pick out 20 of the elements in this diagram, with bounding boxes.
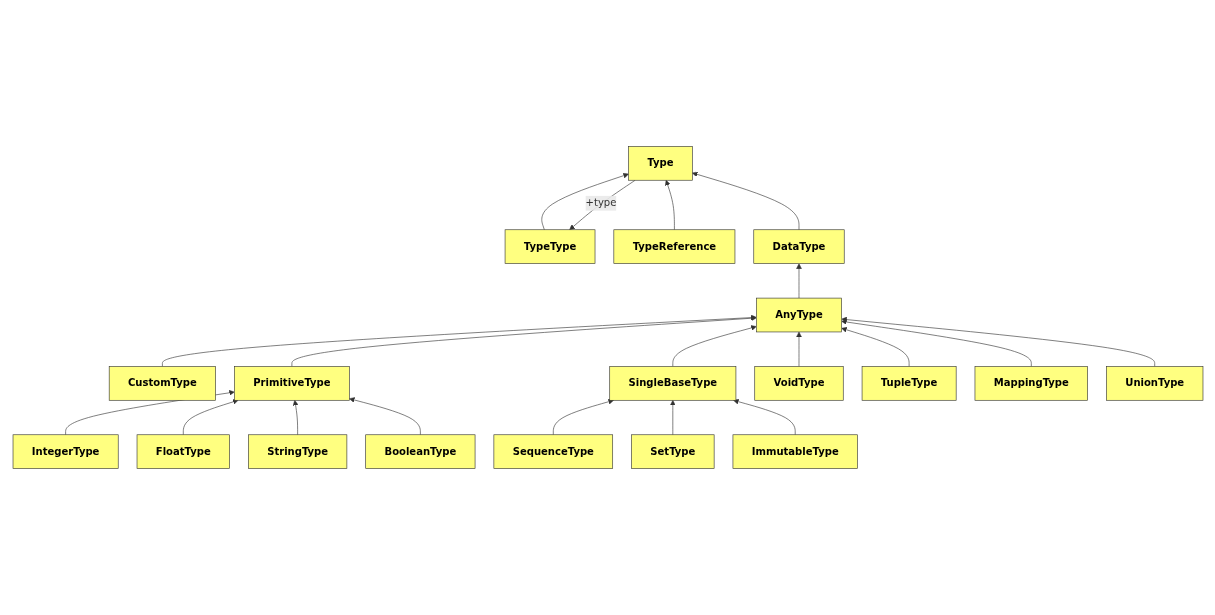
- node-box: StringType: [247, 434, 347, 469]
- node-box: IntegerType: [12, 434, 119, 469]
- node-box: VoidType: [753, 366, 844, 401]
- node-box: MappingType: [974, 366, 1088, 401]
- node-box: SingleBaseType: [608, 366, 736, 401]
- node-box: TupleType: [861, 366, 956, 401]
- node-box: AnyType: [755, 297, 842, 333]
- node-box: PrimitiveType: [233, 366, 350, 401]
- node-box: CustomType: [108, 366, 216, 401]
- node-box: SetType: [630, 434, 714, 469]
- edge-label: +type: [585, 196, 616, 209]
- node-box: SequenceType: [493, 434, 613, 469]
- node-box: TypeType: [504, 229, 595, 264]
- node-box: Type: [627, 146, 693, 181]
- node-box: DataType: [752, 229, 845, 264]
- node-box: UnionType: [1105, 366, 1203, 401]
- node-box: ImmutableType: [732, 434, 858, 469]
- node-box: BooleanType: [364, 434, 475, 469]
- node-box: TypeReference: [613, 229, 735, 264]
- node-box: FloatType: [136, 434, 230, 469]
